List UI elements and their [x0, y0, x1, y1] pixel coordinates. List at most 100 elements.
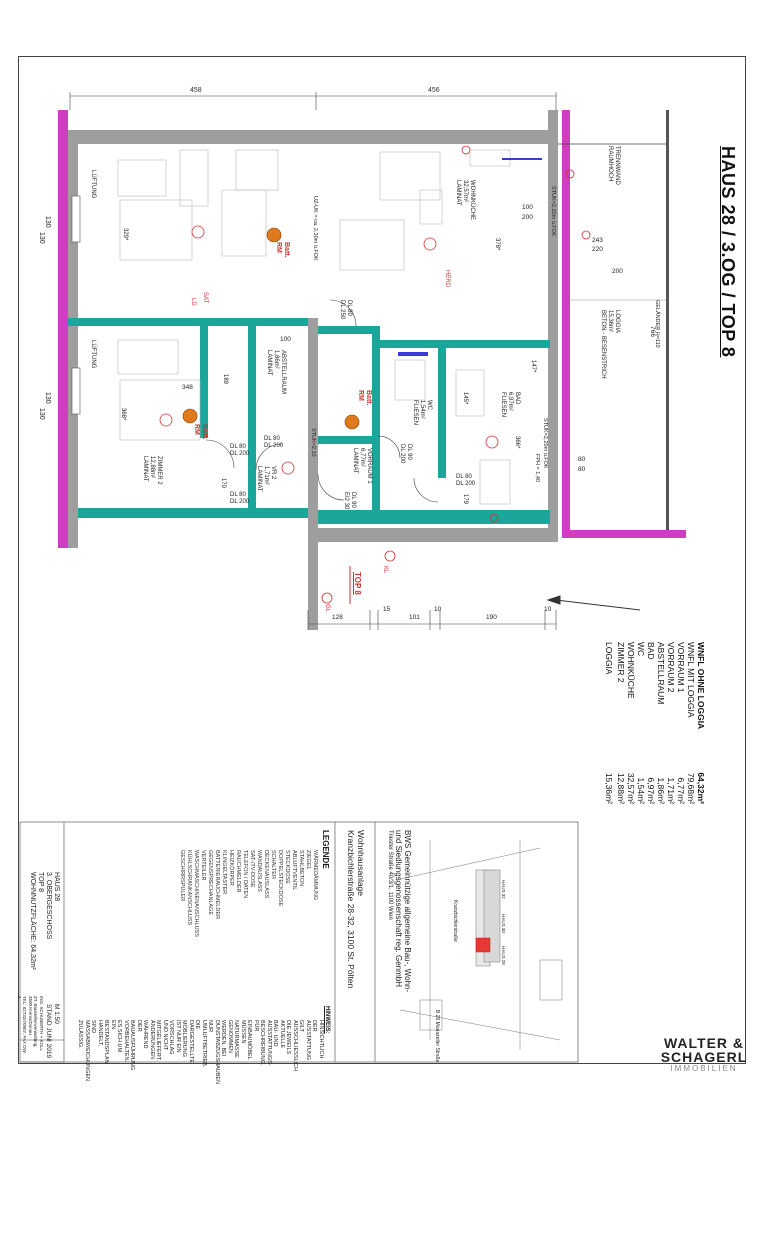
room-bad-floor: FLIESEN	[500, 392, 506, 418]
door-label-7: DL 90 EI2 30	[343, 492, 356, 510]
label-lueftung-1: LÜFTUNG	[90, 170, 96, 199]
legend-item: GEGENSPRECHANLAGE	[207, 850, 213, 916]
room-zimmer2-name: ZIMMER 2	[156, 456, 162, 485]
legend-item: STECKDOSE	[284, 850, 290, 884]
architect-tel: TEL: 02732/70957, FAX DW 4	[17, 996, 28, 1053]
room-vr2-name: VR 2	[270, 466, 276, 480]
battery-detectors	[182, 227, 360, 430]
dim-100: 100	[522, 204, 533, 211]
label-trennwand: TRENNWAND RAUMHOCH	[607, 146, 620, 185]
titleblock-lines	[19, 821, 579, 1063]
dim-balcony-top: 243	[592, 237, 603, 244]
legend-item: STAHLBETON	[298, 850, 304, 887]
room-zimmer2-area: 12,88m²	[149, 456, 155, 479]
dim-100-b: 100	[280, 336, 291, 343]
blue-labels	[398, 158, 542, 356]
room-loggia-floor: BETON - BESENSTRICH	[600, 310, 606, 379]
label-batt-rm-1: Batt. RM	[275, 242, 290, 258]
room-bad-area: 6,97m²	[507, 392, 513, 411]
company-line2: und Siedlungsgenossenschaft reg. GenmbH	[394, 830, 403, 987]
room-vr2-floor: LAMINAT	[256, 466, 262, 492]
hinweis-title: HINWEIS:	[324, 1006, 330, 1034]
door-label-5: DL 80 DL 200	[456, 474, 476, 487]
legend-item: WANDAUSLASS	[256, 850, 262, 892]
architect-text: ING. SCHUBERTH + KOLL ZT, Baustellenverw…	[28, 996, 44, 1051]
room-abstellraum-floor: LAMINAT	[266, 350, 272, 376]
architect-info: ING. SCHUBERTH + KOLL ZT, Baustellenverw…	[17, 996, 44, 1056]
label-batt-rm-2: Batt. RM	[193, 424, 208, 440]
room-vorraum1-area: 6,77m²	[359, 448, 365, 467]
room-vorraum1-name: VORRAUM 1	[366, 448, 372, 484]
wall-top	[68, 130, 556, 144]
label-gelaender: GELÄNDER H=110	[654, 300, 660, 348]
dim-348: 348	[182, 384, 193, 391]
dim-170: 170	[220, 478, 226, 489]
site-haus-32: HAUS 32	[501, 880, 506, 899]
project-line1: Wohnhausanlage	[356, 830, 366, 897]
wall-right	[548, 110, 558, 534]
label-fph: FPH = 1,40	[534, 454, 540, 482]
hinweis-body: HINSICHTLICH DER AUSSTATTUNG GILT AUSSCH…	[77, 1020, 325, 1085]
legend-item: KLINGELTASTER	[221, 850, 227, 895]
legend-item: DOPPELSTECKDOSE	[277, 850, 283, 907]
legend-item: WÄRMEDÄMMUNG	[312, 850, 318, 901]
top-dimensions	[69, 92, 557, 110]
dim-200-b: 200	[612, 268, 623, 275]
plan-scale-stand: M 1:50 STAND JUNI 2019	[44, 1004, 60, 1058]
label-stuk-1: STUK=2,20m ü.FOK	[550, 186, 556, 237]
legend-list: WÄRMEDÄMMUNG ZIEGEL STAHLBETON ABLUFTVEN…	[178, 850, 318, 1020]
room-bad-name: BAD	[514, 392, 520, 405]
site-haus-30: HAUS 30	[501, 914, 506, 933]
legend-item: SCHALTER	[270, 850, 276, 879]
insulation-right	[562, 110, 570, 534]
legend-item: GESCHIRRSPÜLER	[179, 850, 185, 902]
dim-200: 200	[522, 214, 533, 221]
door-label-1: DL 80 DL 200	[230, 444, 250, 457]
page-title: HAUS 28 / 3.OG / TOP 8	[718, 146, 738, 358]
room-vr2: VR 2 1,71m² LAMINAT	[255, 466, 276, 492]
windows-left	[71, 195, 81, 415]
room-abstellraum: ABSTELLRAUM 1,86m² LAMINAT	[265, 350, 286, 394]
label-lueftung-2: LÜFTUNG	[90, 340, 96, 369]
room-wc-floor: FLIESEN	[412, 400, 418, 426]
plan-area: WOHNNUTZFLÄCHE: 64,32m²	[29, 872, 36, 971]
plan-stand-date: JUNI 2019	[45, 1027, 52, 1059]
dim-80-b: 80	[578, 466, 586, 473]
site-street-b20: B 20 Mariazeller Straße	[434, 1010, 440, 1063]
door-label-2: DL 80 DL 200	[264, 436, 284, 449]
hinweis-text: HINSICHTLICH DER AUSSTATTUNG GILT AUSSCH…	[77, 1020, 325, 1240]
label-sat: SAT	[202, 292, 208, 304]
dim-bottom-128: 128	[332, 614, 343, 621]
label-herd: HERD	[444, 270, 450, 288]
dim-368: 368*	[120, 408, 126, 421]
room-wohnkueche-floor: LAMINAT	[455, 180, 461, 206]
room-zimmer2-floor: LAMINAT	[142, 456, 148, 482]
dim-bottom-10: 10	[434, 606, 442, 613]
wall-stair-left	[308, 318, 318, 630]
bottom-dimensions	[307, 610, 557, 630]
interior-walls	[68, 318, 550, 524]
dim-147: 147*	[530, 360, 536, 373]
legend-item: KÜHLSCHRANKANSCHLUSS	[186, 850, 192, 926]
brand-name: WALTER & SCHAGERL	[660, 1035, 748, 1065]
dim-top-left: 458	[190, 87, 202, 94]
room-wc: WC 1,54m² FLIESEN	[411, 400, 432, 425]
north-arrow	[546, 595, 641, 611]
door-label-4: DL 80 DL 250	[339, 300, 352, 320]
dim-left-130a: 130	[44, 216, 51, 228]
legend-item: VERTEILER	[200, 850, 206, 881]
dim-bottom-190: 190	[486, 614, 497, 621]
room-abstellraum-name: ABSTELLRAUM	[280, 350, 286, 395]
brand-sub: IMMOBILIEN	[670, 1064, 738, 1073]
floorplan-drawing: 458 456	[19, 87, 686, 1063]
door-label-3: DL 80 DL 200	[230, 492, 250, 505]
label-kl: KL	[382, 566, 388, 574]
site-plan	[395, 840, 563, 1050]
